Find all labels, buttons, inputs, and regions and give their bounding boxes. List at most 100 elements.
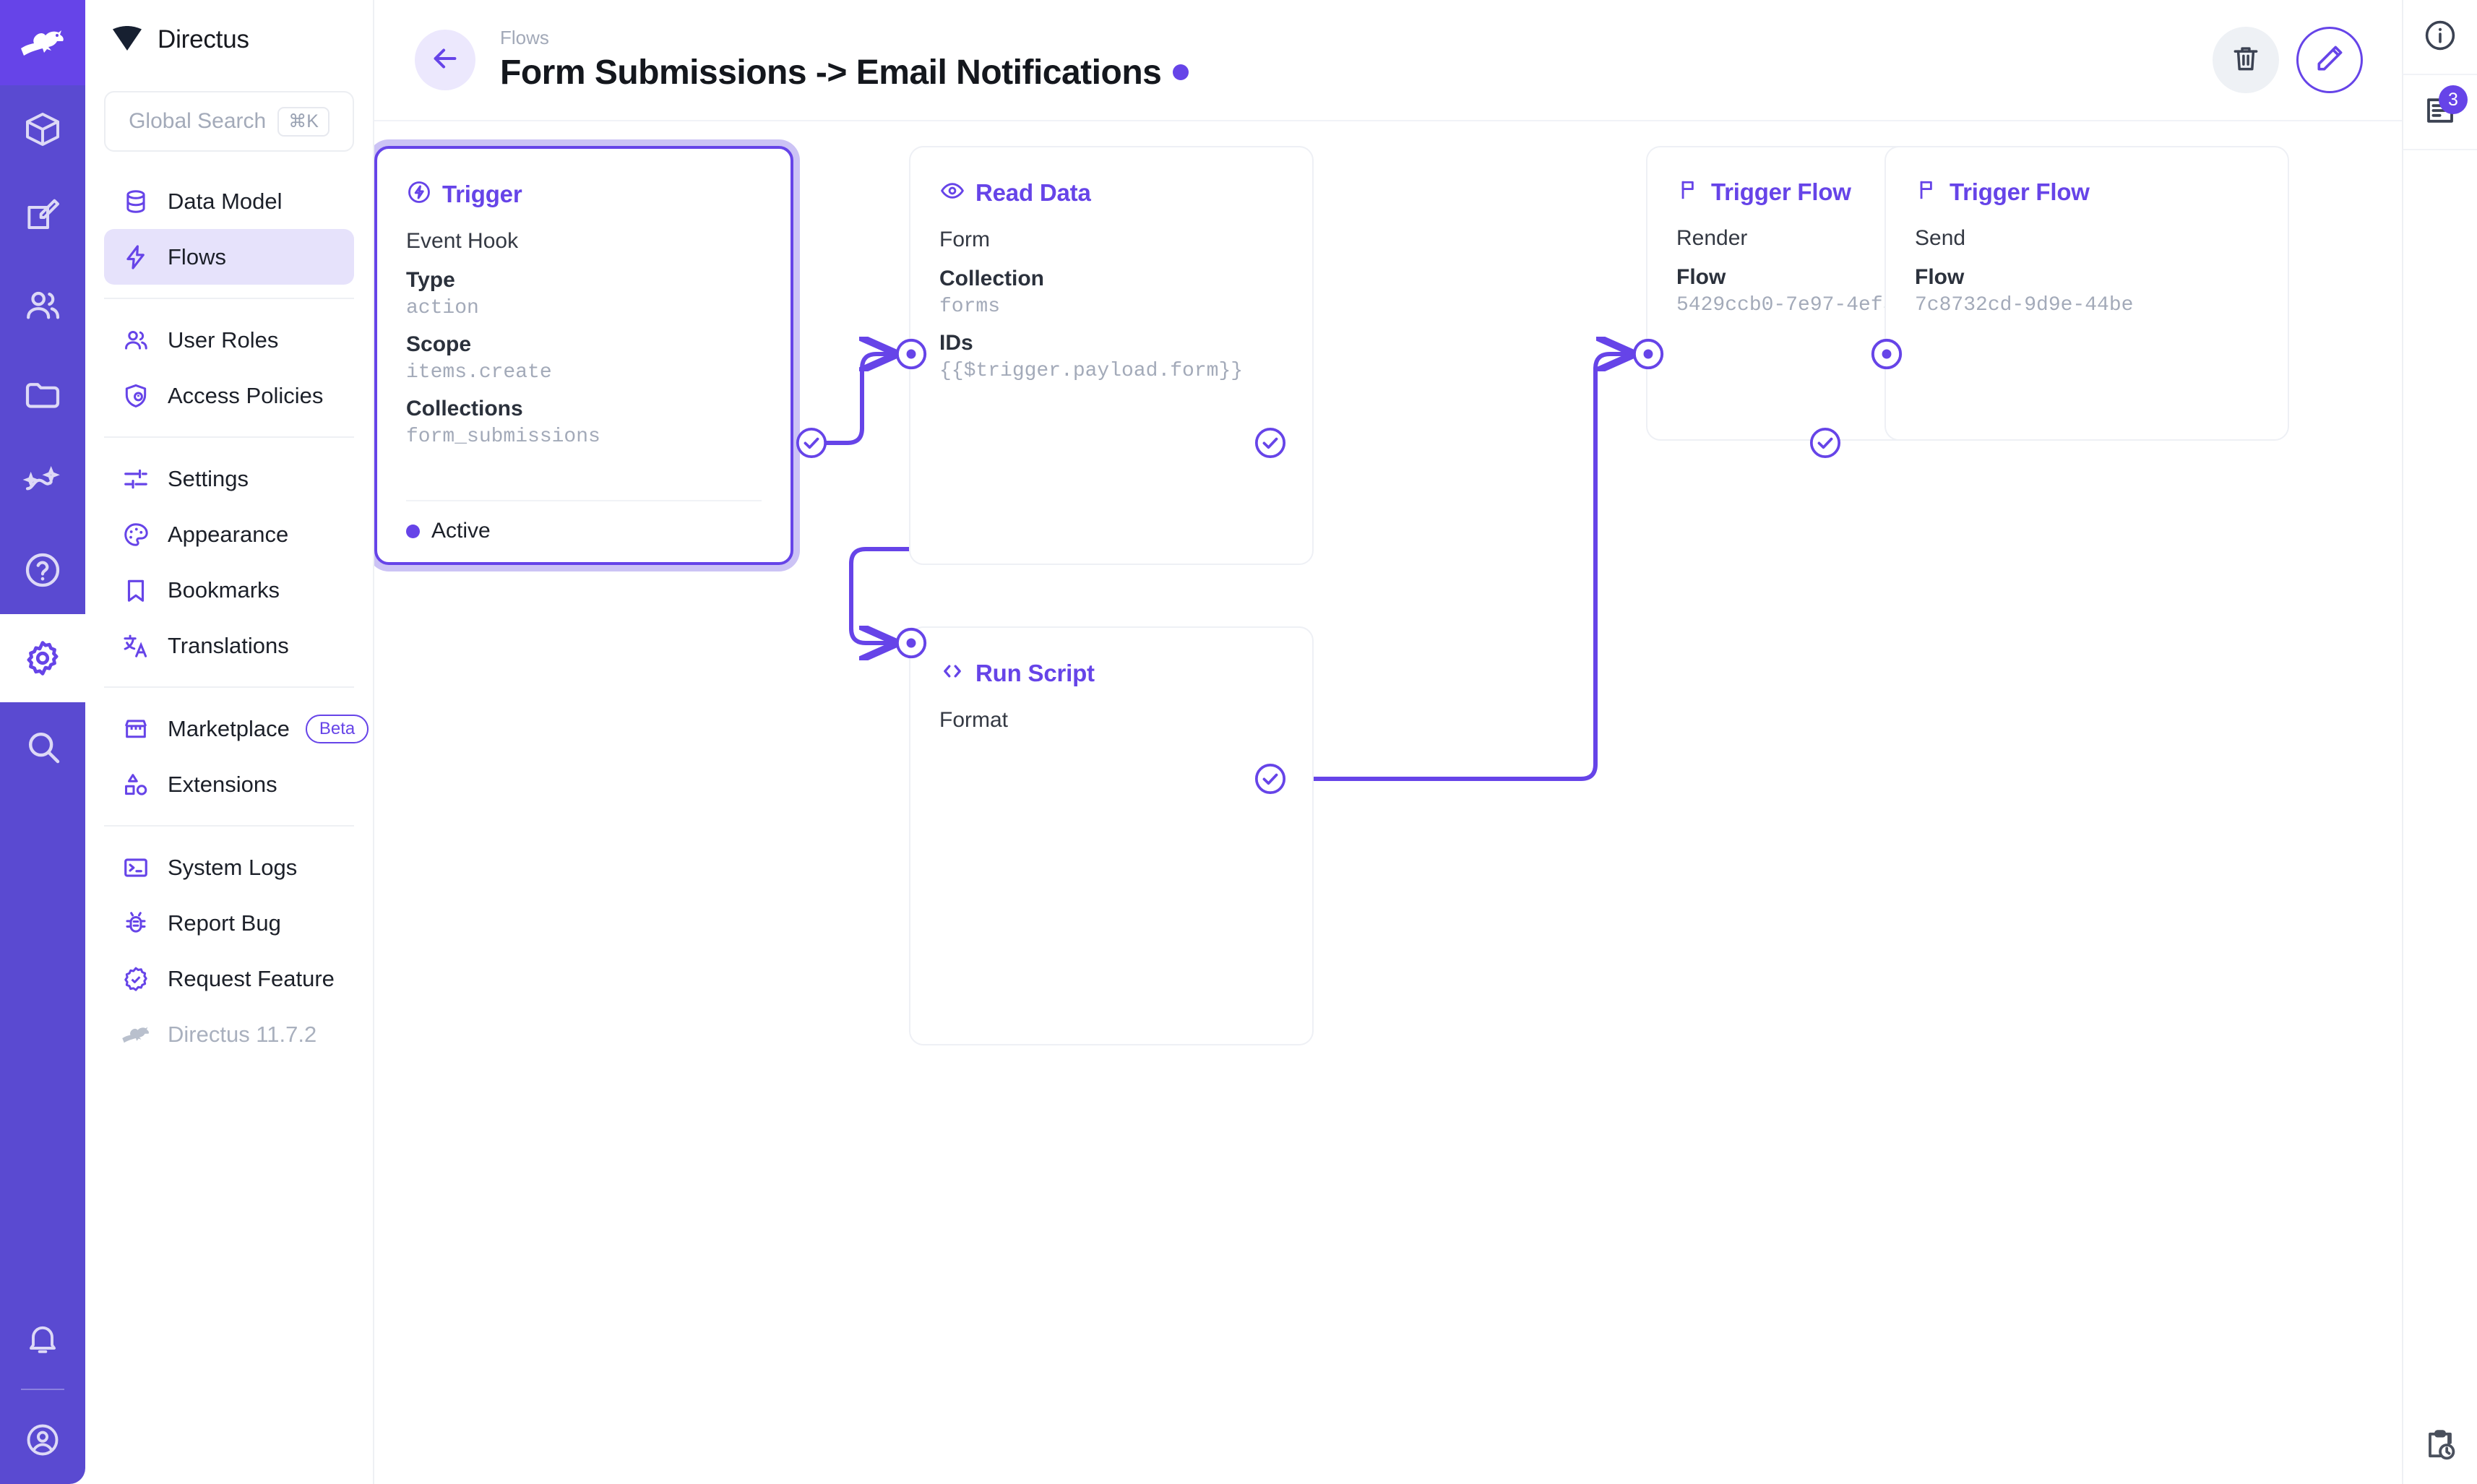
node-header: Run Script — [939, 658, 1283, 688]
sidebar-item-label: Access Policies — [168, 382, 324, 408]
node-header: Trigger — [406, 179, 762, 209]
box-icon — [22, 109, 63, 150]
node-header: Trigger Flow — [1915, 178, 2259, 206]
delete-button[interactable] — [2213, 27, 2279, 93]
search-input[interactable]: Global Search ⌘K — [104, 91, 354, 152]
handle-read-data-input[interactable] — [893, 336, 929, 372]
sidebar-item-flows[interactable]: Flows — [104, 229, 354, 285]
rail-item-editor[interactable] — [0, 173, 85, 262]
sidebar-group-1: Data Model Flows — [85, 173, 373, 285]
sidebar-item-label: Marketplace — [168, 715, 290, 741]
rail-item-insights[interactable] — [0, 438, 85, 526]
sidebar-item-bookmarks[interactable]: Bookmarks — [104, 562, 354, 618]
back-button[interactable] — [415, 30, 475, 90]
rail-item-docs[interactable] — [0, 526, 85, 614]
flow-node-run-script[interactable]: Run Script Format — [909, 626, 1314, 1045]
users-icon — [22, 285, 63, 326]
field-value: {{$trigger.payload.form}} — [939, 360, 1244, 382]
active-status-dot — [406, 524, 420, 538]
sidebar-item-version: Directus 11.7.2 — [104, 1006, 354, 1062]
sidebar-item-marketplace[interactable]: Marketplace Beta — [104, 701, 369, 756]
sidebar-item-report-bug[interactable]: Report Bug — [104, 895, 354, 951]
folder-icon — [22, 374, 63, 414]
sidebar-item-label: Flows — [168, 243, 226, 269]
sidebar-item-request-feature[interactable]: Request Feature — [104, 951, 354, 1006]
node-subtitle: Form — [939, 228, 990, 251]
handle-trigger-resolve[interactable] — [793, 425, 830, 461]
code-brackets-icon — [939, 658, 965, 688]
status-badge: Beta — [305, 714, 369, 743]
sliders-icon — [120, 463, 152, 495]
palette-icon — [120, 519, 152, 551]
rail-item-account[interactable] — [0, 1396, 85, 1484]
handle-trigger-flow-send-input[interactable] — [1869, 336, 1905, 372]
sidebar-item-settings[interactable]: Settings — [104, 451, 354, 506]
node-header: Trigger Flow — [1676, 178, 2020, 206]
sidebar-item-appearance[interactable]: Appearance — [104, 506, 354, 562]
flow-logs-button[interactable]: 3 — [2403, 75, 2477, 150]
breadcrumb[interactable]: Flows — [500, 27, 549, 49]
field-value: form_submissions — [406, 426, 600, 448]
flow-canvas[interactable]: Trigger Event Hook Type action Scope ite… — [374, 123, 2402, 1484]
sidebar-item-label: Appearance — [168, 521, 289, 547]
bug-icon — [120, 907, 152, 939]
handle-run-script-resolve[interactable] — [1252, 761, 1288, 797]
rail-item-search[interactable] — [0, 702, 85, 790]
question-circle-icon — [22, 550, 63, 590]
handle-run-script-input[interactable] — [893, 625, 929, 661]
rail-item-content[interactable] — [0, 85, 85, 173]
field-key: Type — [406, 268, 455, 292]
field-value: forms — [939, 295, 1001, 318]
right-sidebar-rail: 3 — [2402, 0, 2477, 1484]
sidebar-item-access-policies[interactable]: Access Policies — [104, 368, 354, 423]
bell-icon — [24, 1320, 61, 1358]
node-subtitle: Format — [939, 708, 1009, 732]
lightning-icon — [120, 241, 152, 273]
edit-square-icon — [22, 197, 63, 238]
handle-trigger-flow-render-resolve[interactable] — [1807, 425, 1843, 461]
spacer-1 — [85, 152, 373, 173]
eye-icon — [939, 178, 965, 207]
handle-read-data-resolve[interactable] — [1252, 425, 1288, 461]
rail-item-notifications[interactable] — [0, 1295, 85, 1383]
logs-count-badge: 3 — [2439, 85, 2468, 114]
search-placeholder: Global Search — [129, 109, 267, 133]
node-title: Trigger Flow — [1711, 178, 1851, 205]
sidebar-item-extensions[interactable]: Extensions — [104, 756, 354, 812]
flow-node-trigger[interactable]: Trigger Event Hook Type action Scope ite… — [374, 146, 793, 565]
handle-trigger-flow-render-input[interactable] — [1630, 336, 1666, 372]
sidebar-group-3: Settings Appearance — [85, 451, 373, 673]
version-label: Directus 11.7.2 — [168, 1021, 317, 1047]
field-value: 7c8732cd-9d9e-44be — [1915, 294, 2134, 316]
info-sidebar-toggle[interactable] — [2403, 0, 2477, 75]
title-block: Flows Form Submissions -> Email Notifica… — [500, 27, 1189, 92]
page-title: Form Submissions -> Email Notifications — [500, 53, 1162, 92]
storefront-icon — [120, 713, 152, 745]
sidebar-item-system-logs[interactable]: System Logs — [104, 840, 354, 895]
directus-rabbit-logo[interactable] — [0, 0, 85, 85]
flow-node-read-data[interactable]: Read Data Form Collection forms IDs {{$t… — [909, 146, 1314, 565]
field-key: IDs — [939, 331, 973, 355]
rail-divider — [21, 1389, 64, 1390]
trash-icon — [2230, 43, 2262, 78]
flow-node-trigger-flow-send[interactable]: Trigger Flow Send Flow 7c8732cd-9d9e-44b… — [1884, 146, 2289, 441]
sidebar-item-label: Bookmarks — [168, 577, 280, 603]
sidebar-divider-3 — [104, 686, 354, 688]
users-icon — [120, 324, 152, 356]
sidebar-item-data-model[interactable]: Data Model — [104, 173, 354, 229]
rail-item-users[interactable] — [0, 262, 85, 350]
shield-check-icon — [120, 380, 152, 412]
magnifier-icon — [22, 726, 63, 767]
sidebar-item-user-roles[interactable]: User Roles — [104, 312, 354, 368]
header-actions — [2213, 27, 2363, 93]
sidebar-item-translations[interactable]: Translations — [104, 618, 354, 673]
rail-item-settings[interactable] — [0, 614, 85, 702]
edit-button[interactable] — [2296, 27, 2363, 93]
field-value: action — [406, 297, 479, 319]
sidebar-item-label: Translations — [168, 632, 289, 658]
rail-item-files[interactable] — [0, 350, 85, 438]
activity-history-button[interactable] — [2403, 1409, 2477, 1484]
sparkle-line-icon — [22, 462, 63, 502]
arrow-left-icon — [428, 42, 462, 79]
